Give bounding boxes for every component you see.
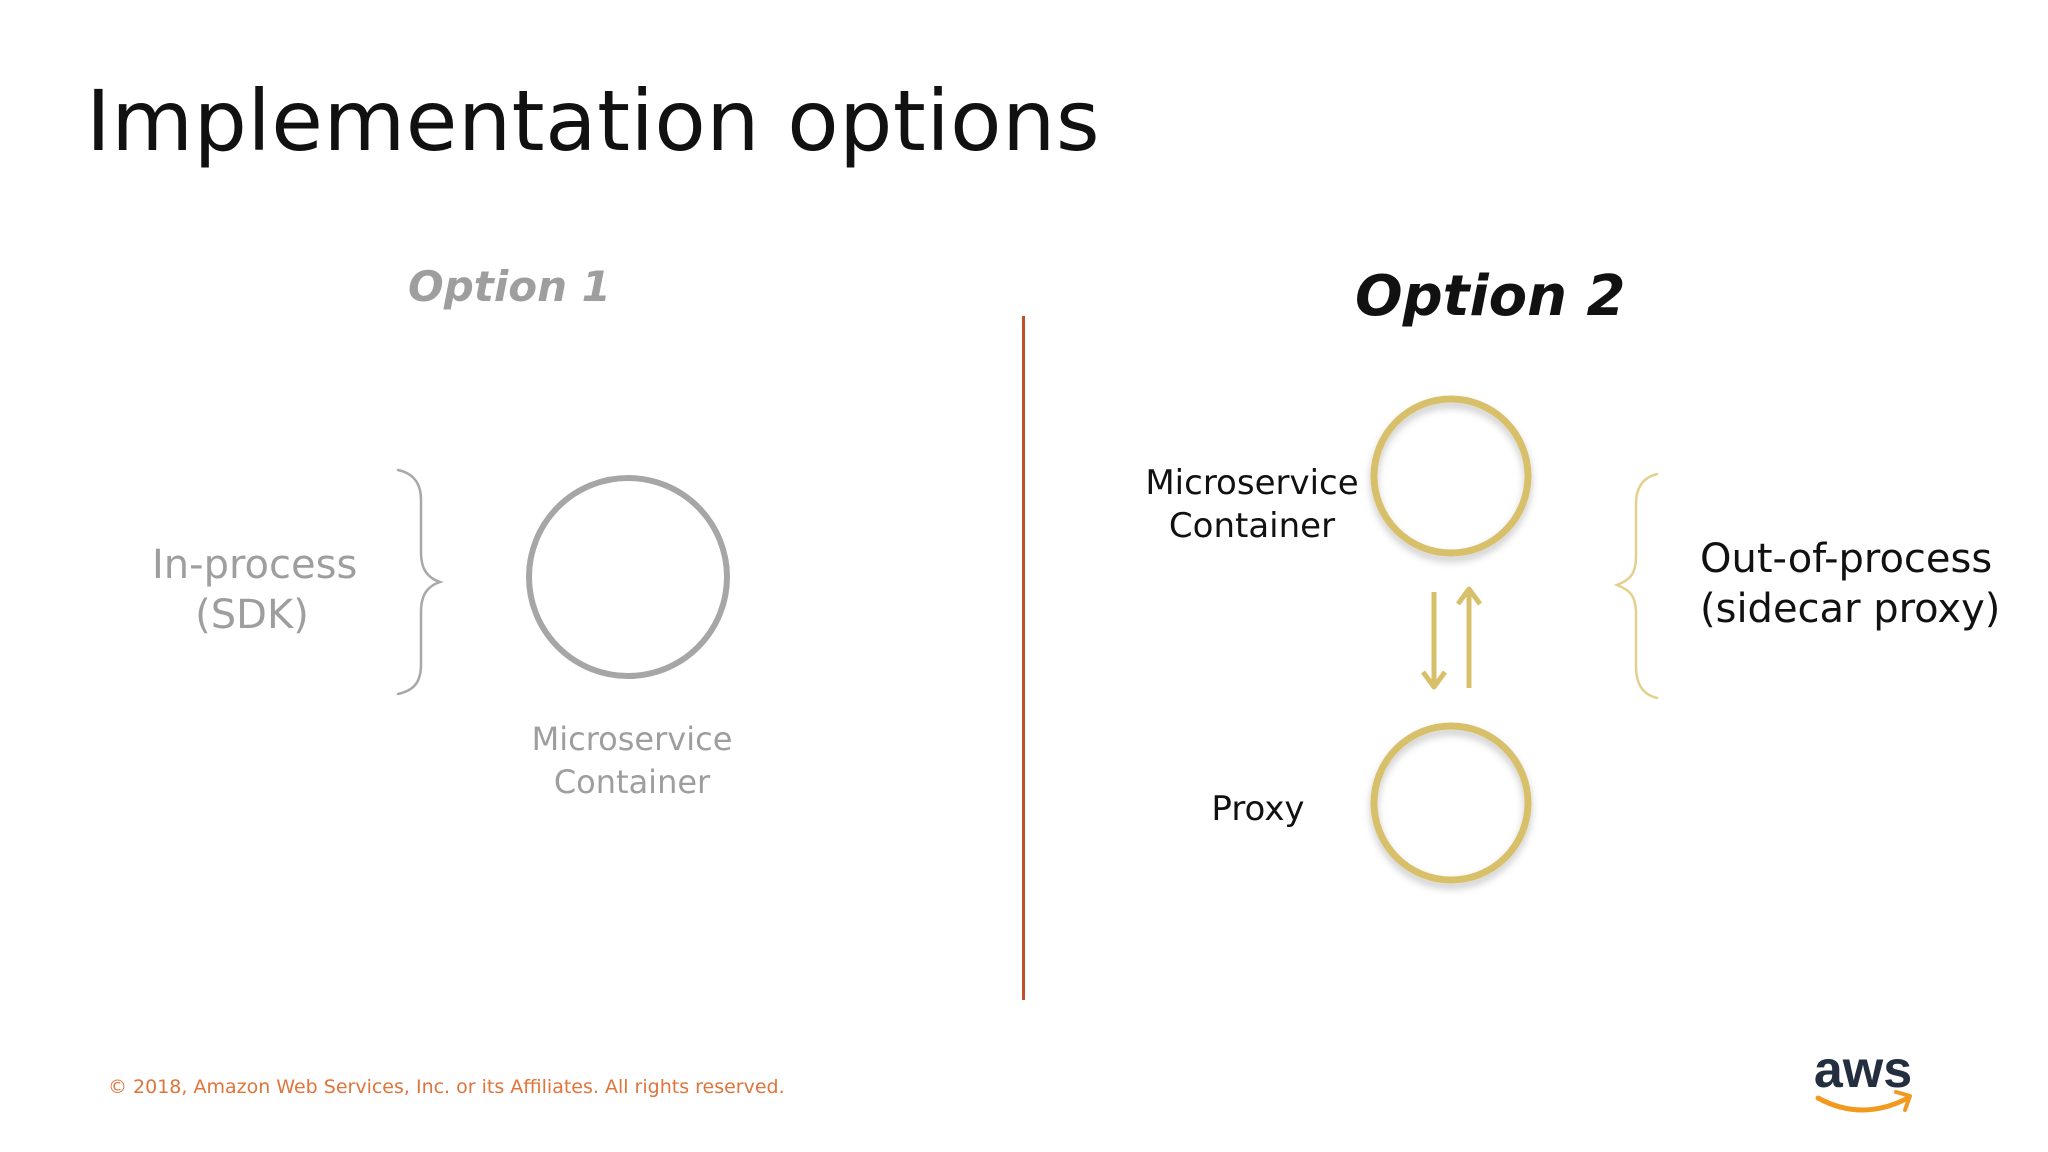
- option-2-container-circle: [1370, 395, 1532, 557]
- option-2-heading: Option 2: [1355, 264, 1626, 329]
- up-arrow-icon: [1455, 586, 1483, 688]
- in-process-label: In-process (SDK): [152, 540, 358, 640]
- option-1-container-label-line1: Microservice: [531, 720, 733, 758]
- proxy-label: Proxy: [1211, 789, 1305, 829]
- slide-title: Implementation options: [86, 72, 1101, 170]
- in-process-label-line2: (SDK): [195, 592, 309, 638]
- in-process-label-line1: In-process: [152, 542, 358, 588]
- options-divider: [1022, 316, 1025, 1000]
- proxy-circle: [1370, 722, 1532, 884]
- aws-smile-icon: [1815, 1095, 1911, 1113]
- option-2-brace: [1613, 472, 1659, 700]
- option-1-brace: [396, 468, 444, 696]
- option-2-container-label-line1: Microservice: [1145, 463, 1359, 503]
- aws-smile-arrow-icon: [1894, 1090, 1912, 1112]
- option-1-container-circle: [526, 475, 730, 679]
- aws-logo: aws: [1814, 1041, 1912, 1113]
- option-1-container-label: Microservice Container: [520, 718, 744, 804]
- option-1-heading: Option 1: [408, 262, 611, 311]
- copyright-footer: © 2018, Amazon Web Services, Inc. or its…: [108, 1076, 785, 1098]
- aws-logo-text: aws: [1814, 1041, 1912, 1099]
- option-2-container-label: Microservice Container: [1136, 462, 1368, 548]
- option-1-container-label-line2: Container: [553, 763, 711, 801]
- option-2-container-label-line2: Container: [1168, 506, 1336, 546]
- out-of-process-label: Out-of-process (sidecar proxy): [1700, 534, 2030, 634]
- out-of-process-label-line2: (sidecar proxy): [1700, 586, 2001, 632]
- down-arrow-icon: [1420, 592, 1448, 690]
- out-of-process-label-line1: Out-of-process: [1700, 536, 1993, 582]
